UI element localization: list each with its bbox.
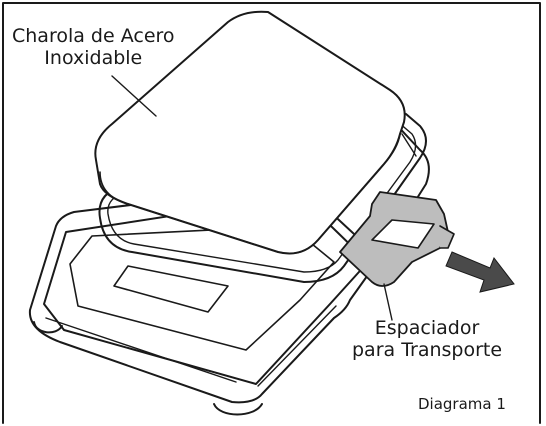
spacer-label-line1: Espaciador: [374, 317, 480, 339]
spacer-leader-line: [383, 283, 393, 321]
figure-border: [2, 2, 541, 424]
steel-tray: [94, 10, 406, 255]
tray-leader-line: [111, 75, 157, 117]
shipping-spacer: [339, 191, 455, 287]
tray-label-line1: Charola de Acero: [12, 25, 175, 47]
rear-column: [391, 119, 430, 223]
spacer-label: Espaciador para Transporte: [352, 317, 503, 362]
display-window: [113, 265, 229, 313]
removal-arrow: [445, 251, 515, 293]
scale-foot-right: [213, 403, 263, 416]
diagram-caption: Diagrama 1: [418, 395, 506, 413]
tray-label: Charola de Acero Inoxidable: [12, 25, 175, 70]
tray-label-line2: Inoxidable: [44, 46, 143, 69]
spacer-label-line2: para Transporte: [352, 338, 503, 361]
